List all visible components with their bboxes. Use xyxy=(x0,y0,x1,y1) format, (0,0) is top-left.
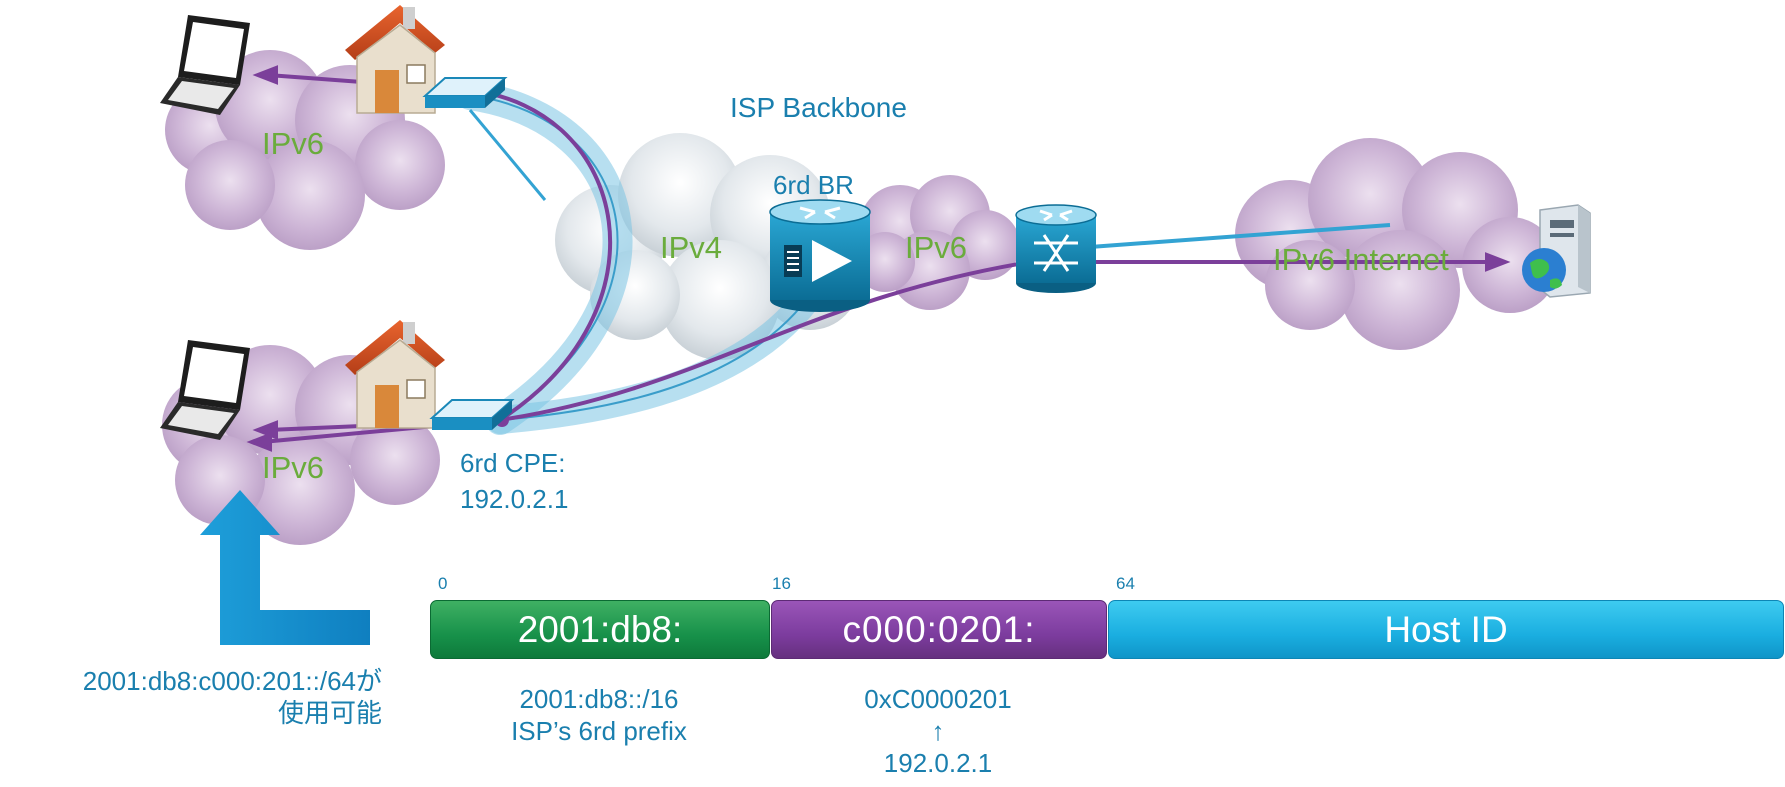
bit-mark-16: 16 xyxy=(772,574,791,593)
laptop-icon xyxy=(160,15,250,115)
bit-mark-64: 64 xyxy=(1116,574,1135,593)
prefix-note-line2: ISP’s 6rd prefix xyxy=(511,716,687,746)
cpe-label-line2: 192.0.2.1 xyxy=(460,484,569,514)
available-note-line1: 2001:db8:c000:201::/64が xyxy=(82,666,382,696)
address-segment-host-id: Host ID xyxy=(1108,600,1784,659)
hex-note: 0xC0000201 ↑ 192.0.2.1 xyxy=(818,683,1058,779)
hex-note-line3: 192.0.2.1 xyxy=(883,748,993,778)
address-segment-ipv4: c000:0201: xyxy=(771,600,1107,659)
ipv4-label: IPv4 xyxy=(660,230,723,265)
address-segment-prefix: 2001:db8: xyxy=(430,600,770,659)
ipv6-label-bottom: IPv6 xyxy=(262,450,325,485)
prefix-note: 2001:db8::/16 ISP’s 6rd prefix xyxy=(470,683,728,747)
available-note: 2001:db8:c000:201::/64が 使用可能 xyxy=(6,665,382,729)
router-icon xyxy=(769,199,871,312)
link-top-cpe xyxy=(468,109,547,201)
tunnel-bottom xyxy=(486,266,834,434)
bit-mark-0: 0 xyxy=(438,574,448,593)
prefix-note-line1: 2001:db8::/16 xyxy=(519,684,679,714)
house-icon xyxy=(345,5,445,114)
up-arrow-icon xyxy=(200,490,370,645)
link-core-internet xyxy=(1089,223,1391,249)
br-label: 6rd BR xyxy=(773,170,854,200)
switch-icon xyxy=(429,399,515,430)
isp-backbone-label: ISP Backbone xyxy=(730,92,907,123)
hex-note-line2: ↑ xyxy=(931,716,945,746)
server-globe-icon xyxy=(1522,204,1591,298)
hex-note-line1: 0xC0000201 xyxy=(864,684,1012,714)
house-icon xyxy=(345,320,445,429)
router-icon xyxy=(1015,204,1097,293)
switch-icon xyxy=(422,77,508,108)
ipv6-label-middle: IPv6 xyxy=(905,230,968,265)
ipv6-internet-label: IPv6 Internet xyxy=(1273,242,1449,277)
ipv6-label-top: IPv6 xyxy=(262,126,325,161)
available-note-line2: 使用可能 xyxy=(277,698,382,728)
cpe-label-line1: 6rd CPE: xyxy=(460,448,566,478)
laptop-icon xyxy=(160,340,250,440)
